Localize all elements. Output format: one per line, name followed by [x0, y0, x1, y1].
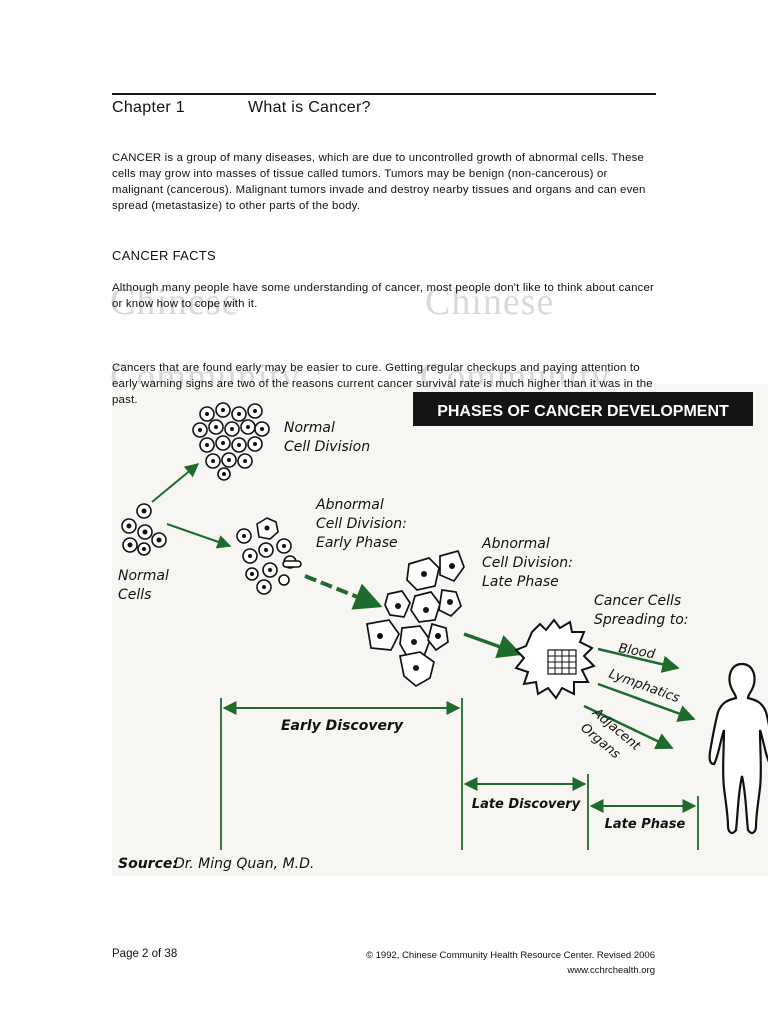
cancer-phases-figure: PHASES OF CANCER DEVELOPMENT Normal Cell…	[112, 384, 768, 876]
human-figure-icon	[708, 662, 768, 835]
website-link[interactable]: www.cchrchealth.org	[567, 965, 655, 976]
tumor-icon	[514, 618, 596, 700]
spreading-label-2: Spreading to:	[594, 612, 688, 628]
normal-cell-cluster-icon	[192, 402, 270, 481]
spreading-label-1: Cancer Cells	[594, 593, 681, 609]
page-number: Page 2 of 38	[112, 948, 178, 960]
facts-paragraph-1: Although many people have some understan…	[112, 282, 655, 310]
arrow-to-lymphatics	[597, 682, 696, 722]
copyright-text: © 1992, Chinese Community Health Resourc…	[366, 950, 655, 961]
footer-credits: © 1992, Chinese Community Health Resourc…	[366, 948, 655, 978]
late-phase-label: Late Phase	[605, 817, 686, 832]
watermark-line1-right: Chinese	[425, 281, 555, 323]
early-discovery-label: Early Discovery	[281, 718, 404, 734]
late-phase-label-3: Late Phase	[482, 574, 559, 590]
source-label: Source:	[118, 856, 178, 872]
banner-box	[413, 392, 753, 426]
chapter-number: Chapter 1	[112, 99, 185, 116]
normal-cells-label-2: Cells	[118, 587, 151, 603]
arrow-to-tumor	[463, 632, 523, 659]
banner-title: PHASES OF CANCER DEVELOPMENT	[437, 403, 729, 420]
early-phase-label-2: Cell Division:	[316, 516, 407, 532]
watermark-line1: Chinese	[110, 281, 240, 323]
late-discovery-label: Late Discovery	[472, 797, 581, 812]
late-phase-label-2: Cell Division:	[482, 555, 573, 571]
normal-cell-division-label-1: Normal	[284, 420, 335, 436]
source-value: Dr. Ming Quan, M.D.	[174, 856, 314, 872]
facts-paragraph-2: Cancers that are found early may be easi…	[112, 362, 653, 406]
page-rule	[112, 93, 656, 95]
cancer-phases-diagram: PHASES OF CANCER DEVELOPMENT Normal Cell…	[112, 384, 768, 876]
facts-heading: CANCER FACTS	[112, 248, 217, 263]
arrow-to-normal-division	[151, 463, 200, 503]
blood-label: Blood	[617, 641, 656, 662]
arrow-to-blood	[597, 647, 680, 673]
late-phase-label-1: Abnormal	[481, 536, 550, 552]
intro-paragraph: CANCER is a group of many diseases, whic…	[112, 152, 646, 212]
early-phase-label-3: Early Phase	[316, 535, 398, 551]
chapter-title: What is Cancer?	[248, 99, 371, 116]
normal-cells-label-1: Normal	[118, 568, 169, 584]
normal-cells-icon	[121, 503, 167, 556]
early-phase-label-1: Abnormal	[315, 497, 384, 513]
early-phase-cells-icon	[236, 517, 302, 595]
arrow-to-organs	[583, 704, 674, 750]
late-phase-cells-icon	[366, 549, 465, 688]
normal-cell-division-label-2: Cell Division	[284, 439, 370, 455]
arrow-to-late-phase-dashed	[304, 574, 383, 610]
arrow-to-early-phase	[166, 523, 232, 549]
